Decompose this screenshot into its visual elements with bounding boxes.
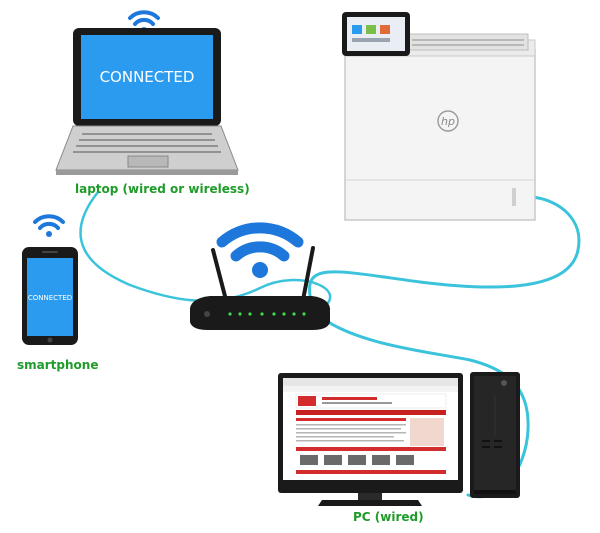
laptop-screen-text: CONNECTED: [100, 68, 195, 86]
cable-router-laptop: [79, 190, 332, 310]
pc-tower-icon: [470, 372, 520, 498]
router-status-leds: [228, 312, 306, 316]
monitor-icon: [278, 373, 463, 506]
wifi-icon: [33, 214, 65, 237]
smartphone-screen-text: CONNECTED: [28, 294, 72, 302]
router-body: [190, 296, 330, 330]
laptop-caption: laptop (wired or wireless): [75, 182, 250, 196]
pc-caption: PC (wired): [353, 510, 424, 524]
router-antenna: [301, 246, 315, 302]
printer-icon: hp: [342, 12, 536, 221]
router-icon: [190, 246, 330, 330]
monitor-stand-neck: [358, 493, 382, 500]
printer-paper-output-tray: [407, 33, 529, 51]
monitor-stand-base: [318, 500, 422, 506]
smartphone-caption: smartphone: [17, 358, 99, 372]
printer-brand-logo: [437, 110, 459, 132]
router-antenna: [211, 248, 228, 302]
laptop-touchpad: [127, 155, 169, 168]
cable-router-printer: [308, 195, 581, 307]
smartphone-icon: CONNECTED: [22, 247, 78, 345]
smartphone-screen: [27, 258, 73, 336]
laptop-screen: [81, 35, 213, 119]
pc-power-button: [501, 380, 507, 386]
printer-body: [344, 49, 536, 221]
desktop-pc-icon: [278, 372, 520, 506]
laptop-icon: CONNECTED: [55, 28, 239, 175]
wifi-icon: [216, 222, 304, 278]
printer-brand-logo-text: hp: [441, 115, 455, 128]
